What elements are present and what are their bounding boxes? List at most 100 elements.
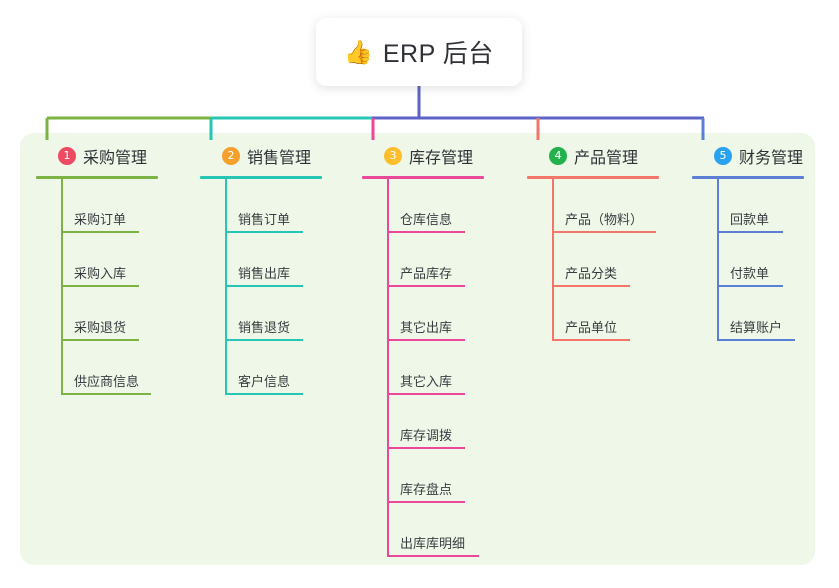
leaf-item-underline — [552, 285, 630, 287]
leaf-item[interactable]: 销售订单 — [200, 179, 350, 233]
leaf-item-label: 采购入库 — [74, 266, 127, 281]
leaf-item-underline — [387, 285, 465, 287]
column-underline-3 — [362, 176, 484, 179]
leaf-item-label: 客户信息 — [238, 374, 291, 389]
column-underline-1 — [36, 176, 158, 179]
leaf-item[interactable]: 客户信息 — [200, 341, 350, 395]
column-items-3: 仓库信息产品库存其它出库其它入库库存调拨库存盘点出库库明细 — [362, 179, 512, 557]
leaf-item-underline — [61, 231, 139, 233]
leaf-item[interactable]: 库存调拨 — [362, 395, 512, 449]
column-title-2: 销售管理 — [247, 150, 312, 167]
leaf-item-label: 产品分类 — [565, 266, 618, 281]
leaf-item-underline — [225, 339, 303, 341]
column-underline-2 — [200, 176, 322, 179]
column-items-1: 采购订单采购入库采购退货供应商信息 — [36, 179, 186, 395]
leaf-item[interactable]: 库存盘点 — [362, 449, 512, 503]
column-spine-2 — [225, 179, 227, 395]
column-underline-4 — [527, 176, 659, 179]
leaf-item-underline — [225, 393, 303, 395]
leaf-item-label: 付款单 — [730, 266, 770, 281]
leaf-item[interactable]: 出库库明细 — [362, 503, 512, 557]
leaf-item[interactable]: 采购订单 — [36, 179, 186, 233]
leaf-item[interactable]: 销售出库 — [200, 233, 350, 287]
leaf-item-underline — [552, 231, 656, 233]
leaf-item-label: 仓库信息 — [400, 212, 453, 227]
column-spine-5 — [717, 179, 719, 341]
leaf-item[interactable]: 其它出库 — [362, 287, 512, 341]
leaf-item-underline — [61, 339, 139, 341]
column-badge-5: 5 — [714, 147, 732, 165]
leaf-item-underline — [225, 285, 303, 287]
column-header-3[interactable]: 3 库存管理 — [362, 143, 512, 169]
diagram-panel — [20, 133, 815, 565]
column-items-4: 产品（物料） 产品分类产品单位 — [527, 179, 687, 341]
leaf-item-underline — [717, 285, 783, 287]
column-spine-3 — [387, 179, 389, 557]
leaf-item-underline — [387, 447, 465, 449]
leaf-item[interactable]: 采购退货 — [36, 287, 186, 341]
leaf-item-label: 销售出库 — [238, 266, 291, 281]
leaf-item-label: 库存盘点 — [400, 482, 453, 497]
column-1: 1 采购管理采购订单采购入库采购退货供应商信息 — [36, 143, 186, 395]
root-node-erp-backend[interactable]: 👍 ERP 后台 — [316, 18, 522, 86]
leaf-item-label: 产品单位 — [565, 320, 618, 335]
leaf-item-underline — [387, 501, 465, 503]
leaf-item[interactable]: 产品分类 — [527, 233, 687, 287]
leaf-item-underline — [387, 555, 479, 557]
leaf-item-label: 其它入库 — [400, 374, 453, 389]
leaf-item[interactable]: 产品（物料） — [527, 179, 687, 233]
leaf-item[interactable]: 采购入库 — [36, 233, 186, 287]
column-3: 3 库存管理仓库信息产品库存其它出库其它入库库存调拨库存盘点出库库明细 — [362, 143, 512, 557]
column-header-5[interactable]: 5 财务管理 — [692, 143, 832, 169]
leaf-item-label: 产品库存 — [400, 266, 453, 281]
leaf-item-label: 结算账户 — [730, 320, 783, 335]
leaf-item-label: 库存调拨 — [400, 428, 453, 443]
leaf-item-label: 采购订单 — [74, 212, 127, 227]
leaf-item[interactable]: 产品库存 — [362, 233, 512, 287]
column-items-2: 销售订单销售出库销售退货客户信息 — [200, 179, 350, 395]
leaf-item[interactable]: 供应商信息 — [36, 341, 186, 395]
column-5: 5 财务管理回款单付款单结算账户 — [692, 143, 832, 341]
column-badge-3: 3 — [384, 147, 402, 165]
leaf-item-label: 出库库明细 — [400, 536, 466, 551]
column-title-4: 产品管理 — [574, 150, 639, 167]
leaf-item-underline — [61, 285, 139, 287]
column-spine-4 — [552, 179, 554, 341]
column-header-1[interactable]: 1 采购管理 — [36, 143, 186, 169]
leaf-item-label: 回款单 — [730, 212, 770, 227]
column-header-2[interactable]: 2 销售管理 — [200, 143, 350, 169]
column-title-3: 库存管理 — [409, 150, 474, 167]
leaf-item-label: 销售退货 — [238, 320, 291, 335]
leaf-item[interactable]: 仓库信息 — [362, 179, 512, 233]
leaf-item-underline — [225, 231, 303, 233]
leaf-item[interactable]: 结算账户 — [692, 287, 832, 341]
leaf-item-label: 采购退货 — [74, 320, 127, 335]
leaf-item-label: 销售订单 — [238, 212, 291, 227]
thumbs-up-icon: 👍 — [344, 38, 373, 65]
leaf-item-underline — [387, 231, 465, 233]
leaf-item-underline — [387, 339, 465, 341]
leaf-item-label: 供应商信息 — [74, 374, 140, 389]
leaf-item[interactable]: 回款单 — [692, 179, 832, 233]
column-badge-1: 1 — [58, 147, 76, 165]
leaf-item[interactable]: 产品单位 — [527, 287, 687, 341]
column-spine-1 — [61, 179, 63, 395]
leaf-item[interactable]: 付款单 — [692, 233, 832, 287]
root-node-title: ERP 后台 — [382, 40, 494, 68]
leaf-item-underline — [717, 231, 783, 233]
column-title-5: 财务管理 — [739, 150, 804, 167]
column-items-5: 回款单付款单结算账户 — [692, 179, 832, 341]
leaf-item[interactable]: 其它入库 — [362, 341, 512, 395]
column-underline-5 — [692, 176, 804, 179]
leaf-item[interactable]: 销售退货 — [200, 287, 350, 341]
column-badge-2: 2 — [222, 147, 240, 165]
leaf-item-underline — [387, 393, 465, 395]
leaf-item-label: 其它出库 — [400, 320, 453, 335]
leaf-item-underline — [552, 339, 630, 341]
column-title-1: 采购管理 — [83, 150, 148, 167]
leaf-item-underline — [717, 339, 795, 341]
leaf-item-label: 产品（物料） — [565, 212, 644, 227]
